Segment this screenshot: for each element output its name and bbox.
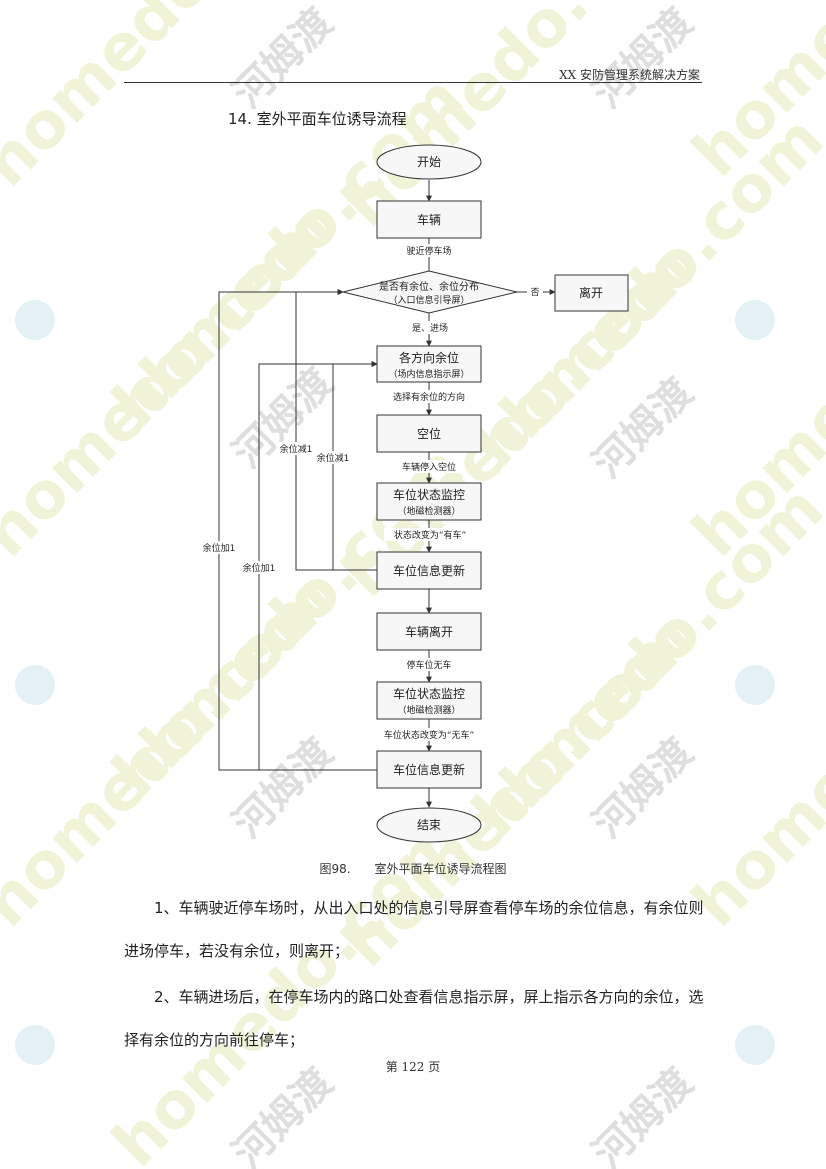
update2-label: 车位信息更新	[393, 762, 465, 777]
edge-label-no: 否	[530, 287, 539, 298]
vehicle-box	[376, 200, 482, 239]
empty-space-label: 空位	[417, 426, 441, 441]
paragraph-2: 2、车辆进场后，在停车场内的路口处查看信息指示屏，屏上指示各方向的余位，选择有余…	[124, 988, 704, 1049]
vehicle-label: 车辆	[417, 212, 441, 227]
end-label: 结束	[417, 818, 441, 832]
edge-label-arrive: 驶近停车场	[406, 245, 451, 257]
start-label: 开始	[417, 155, 441, 169]
leave-label: 离开	[579, 285, 603, 300]
header-divider	[124, 82, 702, 83]
edge-label-choose: 选择有余位的方向	[393, 391, 465, 403]
decision-label-1: 是否有余位、余位分布	[379, 280, 479, 293]
end-node	[376, 807, 482, 843]
start-node	[376, 144, 482, 180]
monitor1-label-1: 车位状态监控	[393, 487, 465, 502]
svg-text:河姆渡: 河姆渡	[225, 1060, 342, 1169]
decision-label-2: （入口信息引导屏）	[388, 294, 469, 306]
empty-space-box	[376, 414, 482, 453]
figure-title: 室外平面车位诱导流程图	[374, 862, 507, 876]
monitor-box-1	[376, 482, 482, 521]
monitor-box-2	[376, 681, 482, 720]
update1-label: 车位信息更新	[393, 563, 465, 578]
figure-number: 图98.	[319, 862, 351, 876]
monitor2-label-1: 车位状态监控	[393, 686, 465, 701]
loop-label-plus-a: 余位加1	[203, 542, 236, 554]
figure-caption: 图98. 室外平面车位诱导流程图	[0, 860, 826, 877]
edge-label-occupied: 状态改变为“有车”	[394, 529, 466, 541]
direction-box	[376, 345, 482, 383]
monitor1-label-2: （地磁检测器）	[397, 505, 460, 517]
edge-label-park: 车辆停入空位	[402, 461, 456, 473]
leave-box	[554, 274, 629, 312]
update-box-1	[376, 551, 482, 590]
update-box-2	[376, 750, 482, 789]
loop-label-plus-b: 余位加1	[243, 562, 276, 574]
direction-label-2: （场内信息指示屏）	[388, 368, 469, 380]
decision-diamond	[342, 270, 518, 314]
header-title: XX 安防管理系统解决方案	[559, 68, 700, 82]
vehicle-leave-box	[376, 612, 482, 651]
loop-label-minus-a: 余位减1	[280, 443, 313, 455]
flowchart: 开始 车辆 是否有余位、余位分布 （入口信息引导屏） 离开 各方向余位 （场内信…	[201, 144, 629, 843]
monitor2-label-2: （地磁检测器）	[397, 704, 460, 716]
loop-label-minus-b: 余位减1	[317, 452, 350, 464]
edge-label-status-free: 车位状态改变为“无车”	[384, 729, 474, 741]
edge-label-yes: 是、进场	[412, 323, 448, 334]
section-title: 14. 室外平面车位诱导流程	[228, 110, 407, 128]
svg-text:河姆渡: 河姆渡	[585, 1060, 702, 1169]
direction-label-1: 各方向余位	[399, 350, 459, 365]
vehicle-leave-label: 车辆离开	[405, 624, 453, 639]
edge-label-space-free: 停车位无车	[406, 659, 451, 671]
page-number: 第 122 页	[385, 1060, 441, 1074]
paragraph-1: 1、车辆驶近停车场时，从出入口处的信息引导屏查看停车场的余位信息，有余位则进场停…	[124, 899, 704, 960]
